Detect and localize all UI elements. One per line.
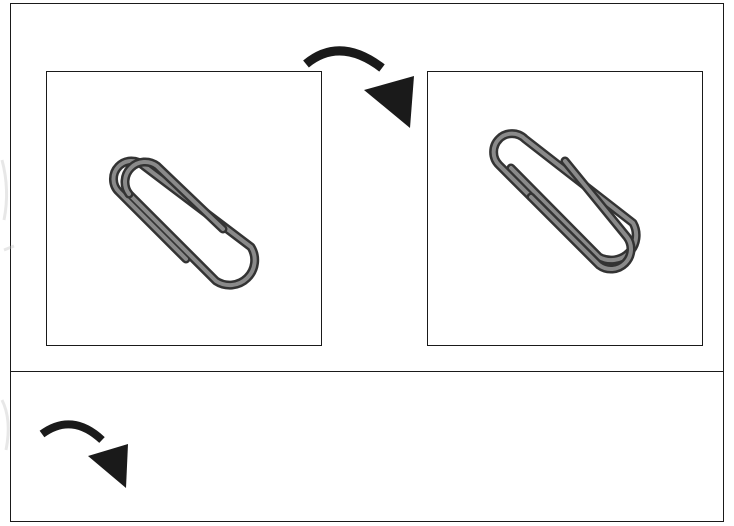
curved-arrow-right-icon <box>300 40 416 132</box>
paperclip-icon-flipped <box>428 72 701 344</box>
panel-after <box>427 71 703 346</box>
curved-arrow-right-icon <box>36 412 136 492</box>
panel-before <box>46 71 322 346</box>
paperclip-icon <box>47 72 320 344</box>
